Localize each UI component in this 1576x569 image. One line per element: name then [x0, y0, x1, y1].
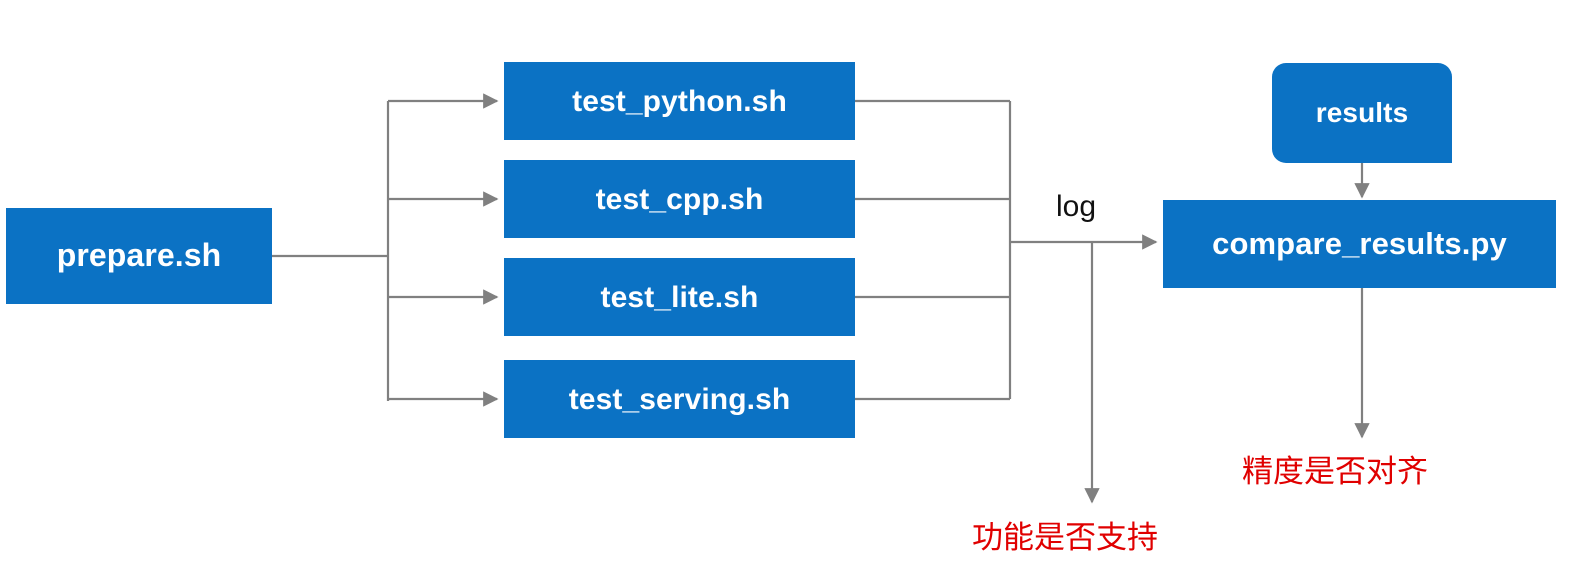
node-test-lite-sh[interactable]: test_lite.sh	[504, 258, 855, 336]
node-test-python-sh-label: test_python.sh	[572, 84, 787, 118]
node-compare-results-py[interactable]: compare_results.py	[1163, 200, 1556, 288]
node-test-lite-sh-label: test_lite.sh	[600, 280, 759, 314]
node-test-cpp-sh[interactable]: test_cpp.sh	[504, 160, 855, 238]
node-test-python-sh[interactable]: test_python.sh	[504, 62, 855, 140]
edge-prepare-trunk	[272, 101, 390, 401]
node-test-serving-sh-label: test_serving.sh	[568, 382, 791, 416]
node-compare-results-py-label: compare_results.py	[1212, 225, 1507, 261]
node-prepare-sh-label: prepare.sh	[56, 237, 222, 274]
node-test-serving-sh[interactable]: test_serving.sh	[504, 360, 855, 438]
annotation-function-supported: 功能是否支持	[972, 520, 1158, 555]
node-prepare-sh[interactable]: prepare.sh	[6, 208, 272, 304]
node-results-label: results	[1315, 96, 1409, 128]
annotation-accuracy-aligned: 精度是否对齐	[1242, 454, 1428, 489]
node-test-cpp-sh-label: test_cpp.sh	[595, 182, 764, 216]
node-results[interactable]: results	[1272, 63, 1452, 163]
edge-label-log: log	[1056, 190, 1097, 223]
